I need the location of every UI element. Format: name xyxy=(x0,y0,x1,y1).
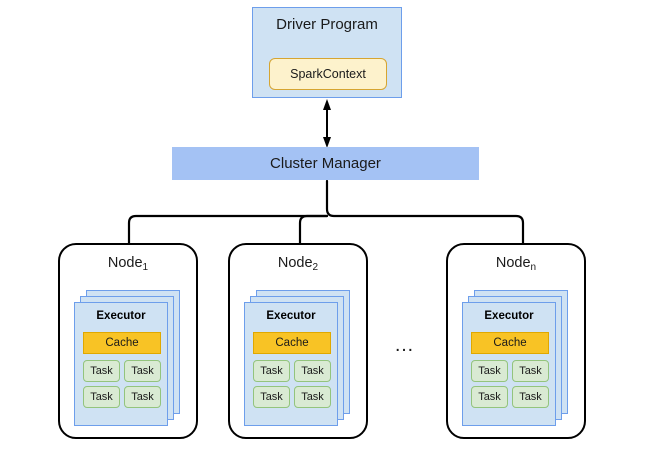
executor-label: Executor xyxy=(96,310,146,322)
executor-label: Executor xyxy=(484,310,534,322)
executor-card-front: Executor Cache Task Task Task Task xyxy=(74,302,168,426)
cluster-manager-box: Cluster Manager xyxy=(172,147,479,180)
driver-program-label: Driver Program xyxy=(276,16,378,33)
task-box: Task xyxy=(83,360,120,382)
task-box: Task xyxy=(124,386,161,408)
node-1-box: Node1 Executor Cache Task Task Task Task xyxy=(58,243,198,439)
nodes-ellipsis: … xyxy=(394,334,416,356)
node-n-label-text: Node xyxy=(495,255,531,271)
node-n-executor-stack: Executor Cache Task Task Task Task xyxy=(462,290,574,430)
task-box: Task xyxy=(124,360,161,382)
task-box: Task xyxy=(471,360,508,382)
task-box: Task xyxy=(83,386,120,408)
task-grid: Task Task Task Task xyxy=(83,360,161,408)
task-grid: Task Task Task Task xyxy=(471,360,549,408)
task-box: Task xyxy=(294,360,331,382)
spark-context-box: SparkContext xyxy=(269,58,387,90)
task-box: Task xyxy=(471,386,508,408)
task-box: Task xyxy=(253,360,290,382)
node-1-executor-stack: Executor Cache Task Task Task Task xyxy=(74,290,186,430)
node-2-label-text: Node xyxy=(277,255,313,271)
node-2-box: Node2 Executor Cache Task Task Task Task xyxy=(228,243,368,439)
task-box: Task xyxy=(512,360,549,382)
task-grid: Task Task Task Task xyxy=(253,360,331,408)
cache-box: Cache xyxy=(471,332,549,354)
driver-program-box: Driver Program SparkContext xyxy=(252,7,402,98)
node-n-box: Noden Executor Cache Task Task Task Task xyxy=(446,243,586,439)
node-2-label: Node2 xyxy=(230,255,366,273)
task-box: Task xyxy=(294,386,331,408)
task-box: Task xyxy=(253,386,290,408)
node-1-label-text: Node xyxy=(107,255,143,271)
task-box: Task xyxy=(512,386,549,408)
node-n-subscript: n xyxy=(530,262,537,273)
node-2-executor-stack: Executor Cache Task Task Task Task xyxy=(244,290,356,430)
node-n-label: Noden xyxy=(448,255,584,273)
node-1-subscript: 1 xyxy=(142,262,149,273)
node-1-label: Node1 xyxy=(60,255,196,273)
executor-card-front: Executor Cache Task Task Task Task xyxy=(462,302,556,426)
executor-label: Executor xyxy=(266,310,316,322)
cache-box: Cache xyxy=(253,332,331,354)
node-2-subscript: 2 xyxy=(312,262,319,273)
cluster-node-tree xyxy=(127,179,525,245)
cache-box: Cache xyxy=(83,332,161,354)
executor-card-front: Executor Cache Task Task Task Task xyxy=(244,302,338,426)
driver-cluster-arrow xyxy=(323,99,331,148)
